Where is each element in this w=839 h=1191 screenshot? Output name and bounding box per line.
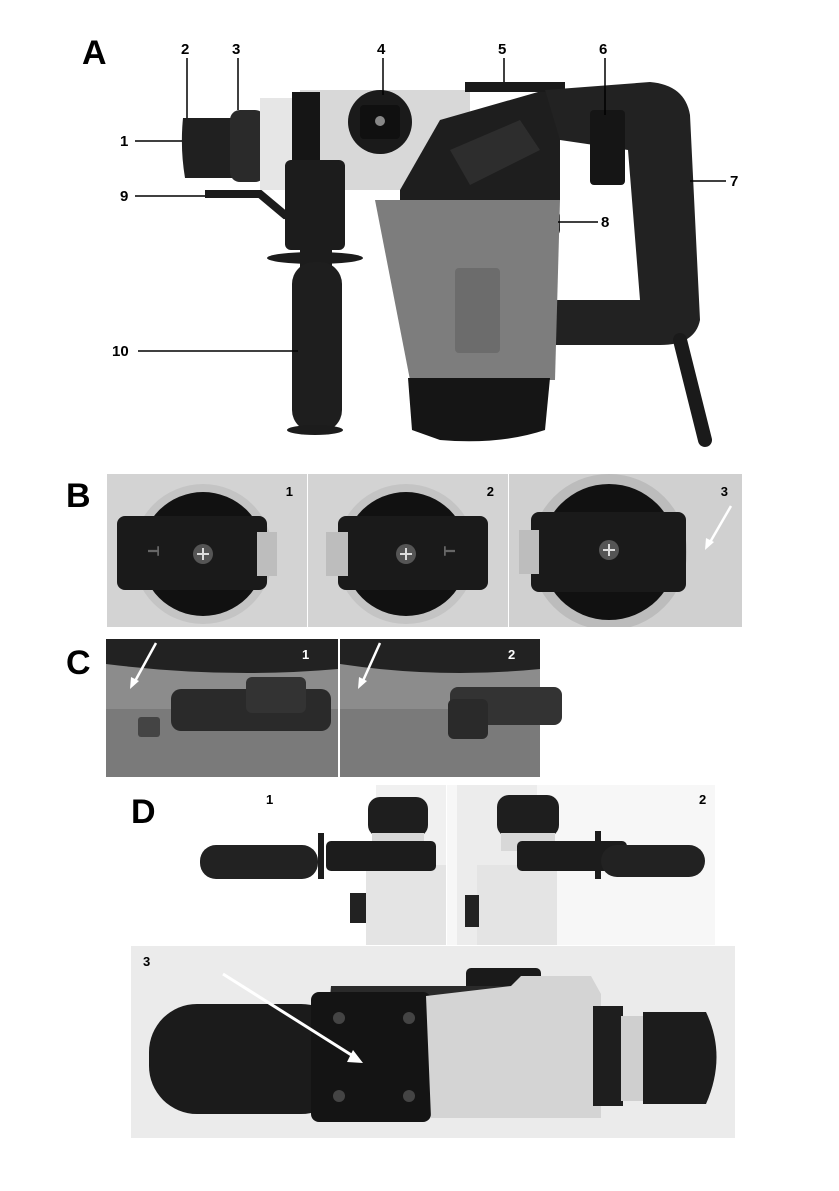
section-label-b: B	[66, 477, 91, 516]
callout-3: 3	[232, 42, 240, 57]
callout-10: 10	[112, 344, 129, 359]
panel-number: 1	[266, 792, 273, 807]
hammer-drill-main-illustration	[0, 0, 839, 460]
panel-number: 3	[721, 484, 728, 499]
dial-label-right: T	[442, 546, 460, 556]
callout-1: 1	[120, 134, 128, 149]
panel-number: 1	[286, 484, 293, 499]
panel-number: 1	[302, 647, 309, 662]
dial-label-left: T	[143, 546, 161, 556]
callout-7: 7	[730, 174, 738, 189]
top-view-photo-3: 3	[131, 946, 735, 1138]
side-handle-photo-1: 1	[196, 785, 446, 945]
mode-dial-photo-2: 2 T	[308, 474, 508, 627]
mode-dial-photo-3: 3	[509, 474, 742, 627]
side-handle-photo-2: 2	[447, 785, 715, 945]
switch-photo-1: 1	[106, 639, 338, 777]
callout-5: 5	[498, 42, 506, 57]
panel-number: 2	[699, 792, 706, 807]
callout-8: 8	[601, 215, 609, 230]
callout-9: 9	[120, 189, 128, 204]
callout-6: 6	[599, 42, 607, 57]
callout-4: 4	[377, 42, 385, 57]
section-label-d: D	[131, 793, 156, 832]
panel-number: 2	[508, 647, 515, 662]
section-label-c: C	[66, 644, 91, 683]
panel-number: 2	[487, 484, 494, 499]
panel-number: 3	[143, 954, 150, 969]
switch-photo-2: 2	[340, 639, 570, 777]
mode-dial-photo-1: 1 T	[107, 474, 307, 627]
callout-2: 2	[181, 42, 189, 57]
